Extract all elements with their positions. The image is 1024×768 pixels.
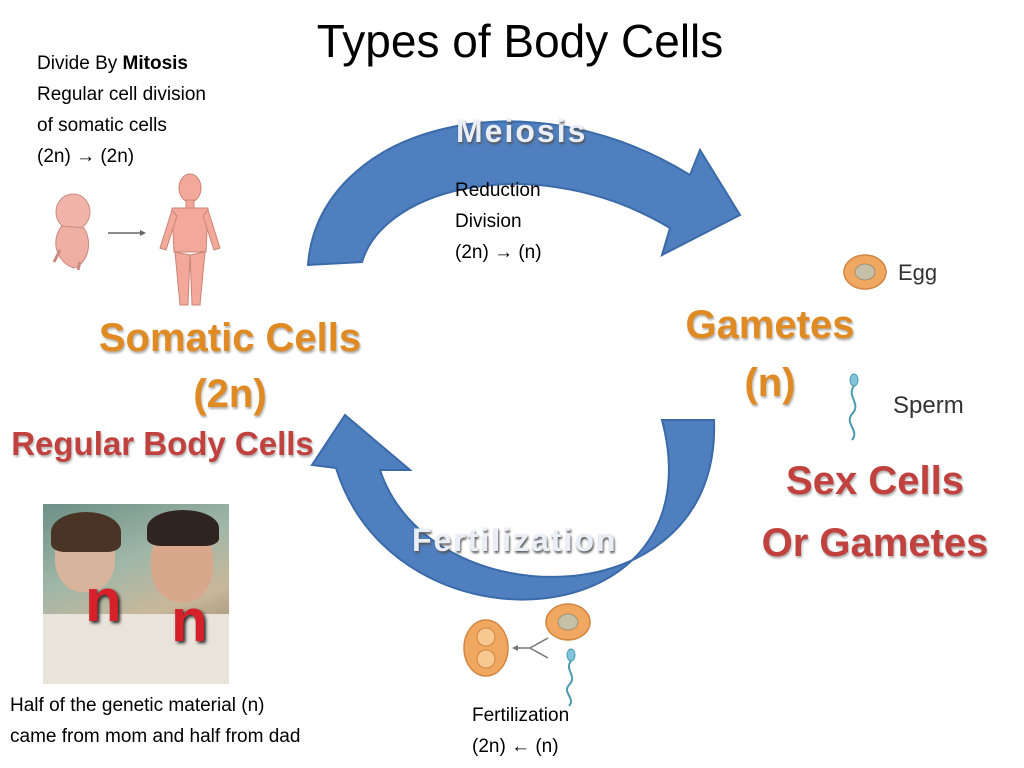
regular-body-cells-label: Regular Body Cells bbox=[11, 425, 314, 462]
egg-cell-icon bbox=[843, 254, 887, 290]
zygote-icon bbox=[463, 619, 509, 677]
somatic-line2: (2n) bbox=[193, 372, 267, 416]
mitosis-note-line1: Divide By Mitosis bbox=[37, 48, 206, 79]
fertilization-note-line2: (2n) ← (n) bbox=[472, 736, 559, 757]
mitosis-bold: Mitosis bbox=[122, 53, 188, 74]
meiosis-label: Meiosis bbox=[456, 113, 588, 149]
sperm-cell-icon bbox=[848, 373, 859, 441]
fertilization-merge-arrow bbox=[518, 637, 549, 659]
somatic-line1: Somatic Cells bbox=[98, 316, 362, 360]
fertilization-label: Fertilization bbox=[412, 522, 618, 558]
sex-cells-heading: Sex Cells Or Gametes bbox=[740, 450, 1010, 574]
genetics-note-line1: Half of the genetic material (n) bbox=[10, 695, 265, 716]
somatic-cells-heading: Somatic Cells (2n) bbox=[60, 310, 400, 422]
fertilization-note-line1: Fertilization bbox=[472, 705, 570, 726]
dad-n-letter: n bbox=[171, 587, 208, 654]
genetics-note-line2: came from mom and half from dad bbox=[10, 726, 301, 747]
mitosis-note-line3: of somatic cells bbox=[37, 115, 167, 136]
egg-label: Egg bbox=[898, 260, 938, 285]
mitosis-note-line2: Regular cell division bbox=[37, 84, 206, 105]
sex-cells-line2: Or Gametes bbox=[761, 521, 989, 565]
embryo-icon bbox=[52, 193, 91, 271]
gametes-line2: (n) bbox=[744, 361, 796, 405]
couple-photo: n n bbox=[43, 504, 229, 684]
mitosis-note: Divide By Mitosis Regular cell division … bbox=[37, 48, 206, 172]
fertilization-arrow bbox=[310, 413, 716, 601]
mitosis-prefix: Divide By bbox=[37, 53, 123, 74]
fertilization-note: Fertilization (2n) ← (n) bbox=[472, 700, 569, 762]
mom-n-letter: n bbox=[85, 567, 122, 634]
genetics-note: Half of the genetic material (n) came fr… bbox=[10, 690, 300, 752]
clothing bbox=[43, 614, 229, 684]
gametes-heading: Gametes (n) bbox=[660, 296, 880, 412]
sperm-label: Sperm bbox=[893, 392, 964, 419]
meiosis-note-line1: Reduction bbox=[455, 180, 541, 201]
man-hair bbox=[147, 510, 219, 546]
woman-hair bbox=[51, 512, 121, 552]
gametes-line1: Gametes bbox=[685, 303, 855, 347]
fertilizing-egg-icon bbox=[545, 603, 591, 641]
page-title: Types of Body Cells bbox=[316, 15, 724, 67]
meiosis-arrow bbox=[306, 120, 742, 267]
human-body-icon bbox=[159, 173, 221, 306]
meiosis-note: Reduction Division (2n) → (n) bbox=[455, 175, 542, 268]
fertilizing-sperm-icon bbox=[566, 648, 576, 707]
meiosis-note-line3: (2n) → (n) bbox=[455, 242, 542, 263]
mitosis-note-line4: (2n) → (2n) bbox=[37, 146, 135, 167]
sex-cells-line1: Sex Cells bbox=[786, 459, 964, 503]
meiosis-note-line2: Division bbox=[455, 211, 522, 232]
